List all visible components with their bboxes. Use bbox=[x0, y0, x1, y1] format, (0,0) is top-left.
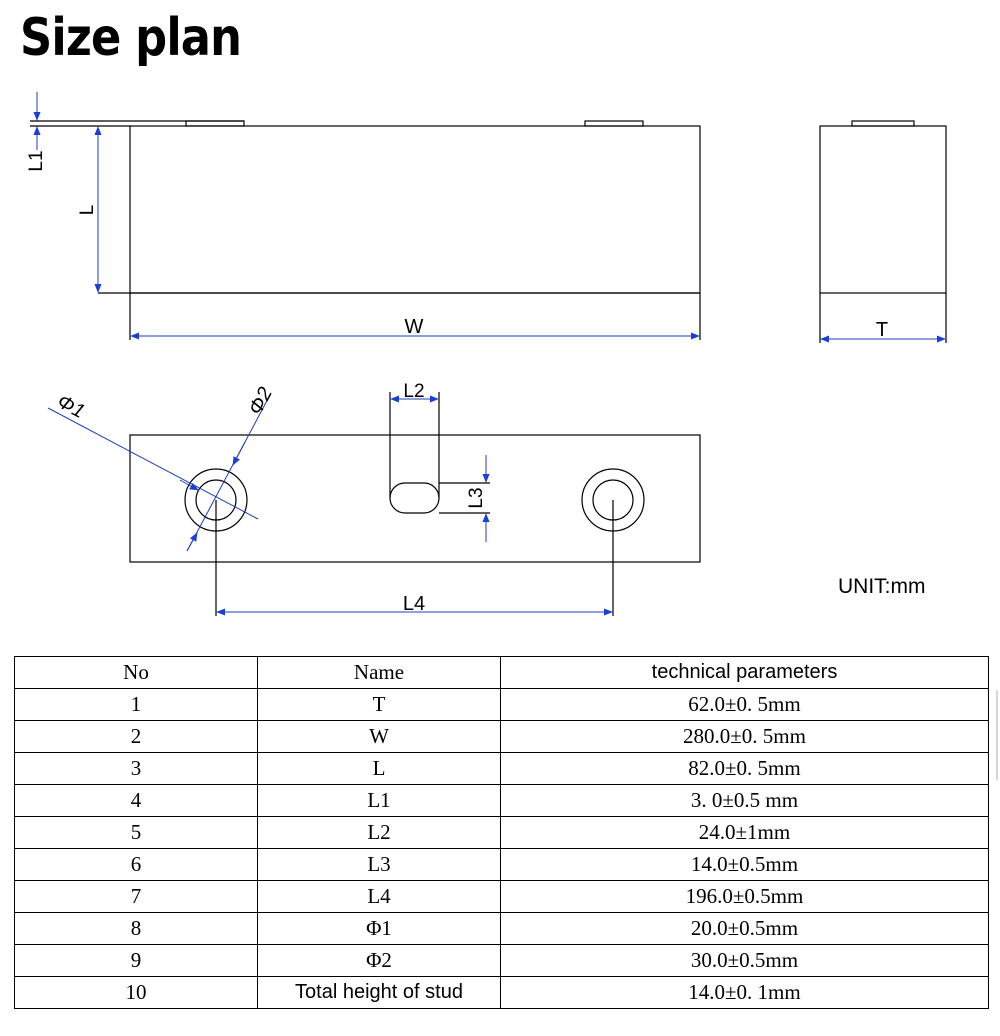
cell-name: W bbox=[257, 720, 501, 753]
cell-technical-parameter: 14.0±0.5mm bbox=[500, 848, 989, 881]
cell-name: Total height of stud bbox=[257, 976, 501, 1009]
cell-name: L bbox=[257, 752, 501, 785]
cell-technical-parameter: 196.0±0.5mm bbox=[500, 880, 989, 913]
front-view bbox=[30, 120, 701, 340]
terminal-stud-left bbox=[185, 120, 245, 127]
cell-name: Φ1 bbox=[257, 912, 501, 945]
top-body bbox=[129, 434, 701, 563]
cell-no: 3 bbox=[14, 752, 258, 785]
top-view-dimensions bbox=[47, 394, 613, 616]
cell-technical-parameter: 14.0±0. 1mm bbox=[500, 976, 989, 1009]
header-name: Name bbox=[257, 656, 501, 689]
cell-name: Φ2 bbox=[257, 944, 501, 977]
cell-technical-parameter: 24.0±1mm bbox=[500, 816, 989, 849]
cell-technical-parameter: 20.0±0.5mm bbox=[500, 912, 989, 945]
side-body bbox=[819, 125, 947, 294]
dim-label-l4: L4 bbox=[403, 593, 425, 615]
battery-body bbox=[129, 125, 701, 294]
phi2-arrow-bottom bbox=[186, 532, 198, 552]
cell-no: 6 bbox=[14, 848, 258, 881]
dim-label-l1: L1 bbox=[26, 150, 47, 171]
side-terminal-stud bbox=[851, 120, 915, 127]
header-technical-parameters: technical parameters bbox=[500, 656, 989, 689]
cell-no: 10 bbox=[14, 976, 258, 1009]
cell-name: L4 bbox=[257, 880, 501, 913]
cell-no: 5 bbox=[14, 816, 258, 849]
phi1-arrow-left bbox=[179, 479, 199, 491]
cell-technical-parameter: 82.0±0. 5mm bbox=[500, 752, 989, 785]
cell-technical-parameter: 62.0±0. 5mm bbox=[500, 688, 989, 721]
table-header-row: No Name technical parameters bbox=[14, 656, 989, 689]
cell-name: T bbox=[257, 688, 501, 721]
vent-slot bbox=[389, 482, 440, 514]
dim-label-t: T bbox=[876, 319, 888, 341]
cell-no: 8 bbox=[14, 912, 258, 945]
cell-no: 9 bbox=[14, 944, 258, 977]
edge-mark bbox=[996, 690, 998, 780]
cell-no: 2 bbox=[14, 720, 258, 753]
header-no: No bbox=[14, 656, 258, 689]
cell-name: L1 bbox=[257, 784, 501, 817]
dim-label-w: W bbox=[405, 316, 424, 338]
dim-label-l3: L3 bbox=[466, 487, 487, 508]
cell-name: L2 bbox=[257, 816, 501, 849]
dim-label-l2: L2 bbox=[403, 381, 424, 402]
cell-technical-parameter: 280.0±0. 5mm bbox=[500, 720, 989, 753]
cell-technical-parameter: 30.0±0.5mm bbox=[500, 944, 989, 977]
cell-technical-parameter: 3. 0±0.5 mm bbox=[500, 784, 989, 817]
dim-label-l: L bbox=[77, 205, 98, 216]
cell-no: 4 bbox=[14, 784, 258, 817]
top-view bbox=[129, 392, 701, 616]
front-view-dimensions bbox=[33, 92, 700, 340]
page-title: Size plan bbox=[20, 8, 242, 68]
phi2-leader-line bbox=[186, 394, 271, 552]
phi2-arrow-top bbox=[232, 441, 246, 466]
side-view bbox=[819, 120, 947, 343]
cell-no: 7 bbox=[14, 880, 258, 913]
cell-no: 1 bbox=[14, 688, 258, 721]
dim-label-phi2: Φ2 bbox=[244, 384, 277, 419]
dim-label-phi1: Φ1 bbox=[53, 390, 88, 423]
phi1-leader-line bbox=[47, 407, 259, 520]
cell-name: L3 bbox=[257, 848, 501, 881]
terminal-stud-right bbox=[584, 120, 644, 127]
technical-drawing: L1 L W T Φ1 Φ2 L2 L3 L4 bbox=[26, 92, 947, 616]
unit-label: UNIT:mm bbox=[838, 575, 926, 598]
